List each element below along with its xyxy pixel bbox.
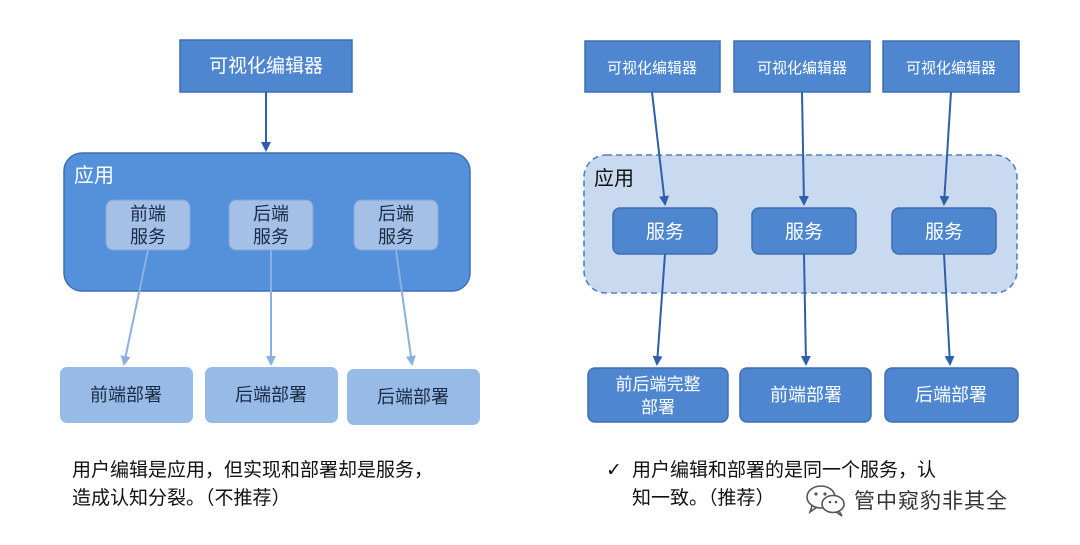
right-caption-line1: ✓ 用户编辑和部署的是同一个服务，认 — [606, 456, 936, 484]
left-deploy-3: 后端部署 — [347, 369, 480, 425]
left-service-2: 后端 服务 — [228, 199, 314, 251]
right-editor-1-to-service-arrow — [651, 91, 670, 206]
right-caption: ✓ 用户编辑和部署的是同一个服务，认 知一致。（推荐） — [606, 456, 936, 512]
left-deploy-2: 后端部署 — [205, 367, 338, 423]
left-editor-label: 可视化编辑器 — [209, 55, 323, 77]
right-deploy-1-line1: 前后端完整 — [616, 375, 701, 395]
right-service-2-to-deploy-arrow — [800, 253, 811, 366]
left-editor-node: 可视化编辑器 — [179, 39, 353, 93]
right-caption-line2: 知一致。（推荐） — [632, 487, 775, 509]
left-service-3-line1: 后端 — [378, 204, 414, 225]
left-service-1-line2: 服务 — [130, 227, 166, 248]
right-service-3-to-deploy-arrow — [943, 253, 955, 366]
right-service-1-label: 服务 — [646, 221, 684, 243]
left-service-2-line1: 后端 — [253, 204, 289, 225]
left-service-3-line2: 服务 — [378, 227, 414, 248]
right-editor-3-label: 可视化编辑器 — [906, 59, 996, 77]
right-deploy-1: 前后端完整 部署 — [587, 367, 729, 423]
right-editor-2-to-service-arrow — [798, 91, 809, 206]
left-service-1-to-deploy-arrow — [120, 249, 149, 366]
watermark: 管中窥豹非其全 — [804, 480, 1008, 520]
right-service-2: 服务 — [751, 207, 857, 255]
left-service-1: 前端 服务 — [105, 199, 191, 251]
left-app-label: 应用 — [74, 163, 114, 187]
left-service-1-line1: 前端 — [130, 204, 166, 225]
left-caption-line1: 用户编辑是应用，但实现和部署却是服务， — [72, 459, 434, 481]
right-panel: 应用 可视化编辑器 可视化编辑器 可视化编辑器 服务 服务 — [583, 40, 1020, 423]
left-caption: 用户编辑是应用，但实现和部署却是服务， 造成认知分裂。（不推荐） — [72, 456, 433, 512]
right-deploy-2-label: 前端部署 — [770, 385, 842, 406]
right-service-3: 服务 — [891, 207, 997, 255]
wechat-icon — [806, 485, 845, 517]
right-service-1: 服务 — [612, 207, 718, 255]
left-service-3: 后端 服务 — [353, 199, 439, 251]
right-editor-2: 可视化编辑器 — [733, 40, 871, 93]
right-caption-line1-text: 用户编辑和部署的是同一个服务，认 — [632, 459, 937, 481]
check-mark-icon: ✓ — [606, 459, 622, 481]
right-deploy-3: 后端部署 — [884, 367, 1019, 423]
right-service-2-label: 服务 — [785, 221, 823, 243]
right-deploy-3-label: 后端部署 — [915, 385, 987, 406]
left-deploy-1-label: 前端部署 — [90, 385, 162, 406]
right-editor-3: 可视化编辑器 — [882, 40, 1020, 93]
right-service-1-to-deploy-arrow — [652, 253, 666, 366]
left-service-2-line2: 服务 — [253, 227, 289, 248]
watermark-text: 管中窥豹非其全 — [854, 489, 1008, 513]
right-app-label: 应用 — [594, 166, 634, 190]
right-deploy-1-line2: 部署 — [641, 398, 675, 418]
right-service-3-label: 服务 — [925, 221, 963, 243]
right-editor-1-label: 可视化编辑器 — [607, 59, 697, 77]
left-deploy-2-label: 后端部署 — [235, 385, 307, 406]
left-service-3-to-deploy-arrow — [395, 249, 416, 366]
left-panel: 可视化编辑器 应用 前端 服务 后端 服务 后端 服务 — [60, 39, 480, 425]
left-caption-line2: 造成认知分裂。（不推荐） — [72, 487, 291, 509]
left-deploy-1: 前端部署 — [60, 367, 193, 423]
left-deploy-3-label: 后端部署 — [377, 387, 449, 408]
right-editor-2-label: 可视化编辑器 — [757, 59, 847, 77]
right-editor-1: 可视化编辑器 — [584, 40, 721, 93]
right-deploy-2: 前端部署 — [739, 367, 872, 423]
right-editor-3-to-service-arrow — [939, 91, 952, 206]
